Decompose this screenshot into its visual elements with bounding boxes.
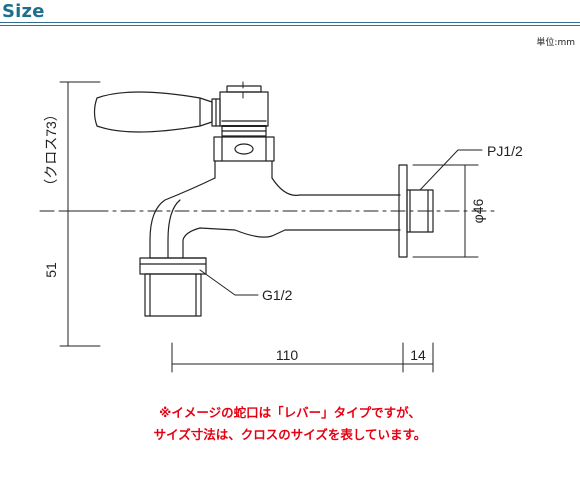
bottom-outlet [139,257,207,317]
right-dimension [412,164,479,258]
pj-leader [419,149,483,191]
section-title: Size [2,1,45,22]
cross-height-label: （クロス73） [43,107,59,193]
spout-body [149,160,401,259]
notice-line-1: ※イメージの蛇口は「レバー」タイプですが、 [159,405,421,420]
height-label: 51 [43,262,59,278]
left-dimension [59,81,101,347]
diameter-label: φ46 [470,198,486,223]
pj-thread-label: PJ1/2 [487,143,523,159]
lever-handle [93,91,221,133]
g-leader [199,269,259,296]
section-header: Size [0,0,580,30]
width-label-14: 14 [410,347,426,363]
header-divider [0,22,580,26]
unit-note: 単位:mm [536,38,575,48]
bottom-dimension [171,342,434,373]
g-thread-label: G1/2 [262,287,293,303]
top-bonnet [213,85,275,162]
width-label-110: 110 [276,347,299,363]
notice-line-2: サイズ寸法は、クロスのサイズを表しています。 [153,427,427,442]
